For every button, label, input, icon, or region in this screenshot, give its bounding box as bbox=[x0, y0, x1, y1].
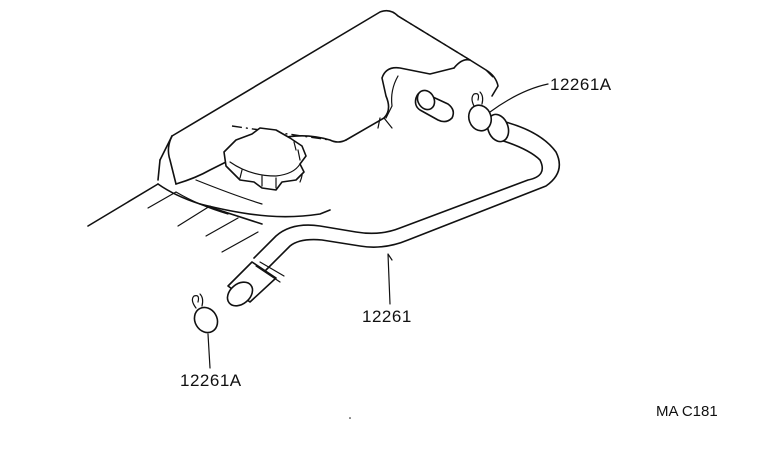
callout-hose-clamp-upper: 12261A bbox=[550, 75, 612, 94]
figure-code: MA C181 bbox=[656, 403, 718, 420]
leader-lines bbox=[207, 83, 549, 419]
callout-hose-clamp-lower: 12261A bbox=[180, 371, 242, 390]
breather-outlet-pipe bbox=[414, 89, 455, 123]
callout-ventilation-hose: 12261 bbox=[362, 307, 412, 326]
oil-filler-cap bbox=[223, 127, 307, 191]
ventilation-hose bbox=[226, 113, 561, 307]
valve-cover bbox=[87, 9, 499, 253]
hose-clamp-lower bbox=[191, 293, 219, 334]
hose-clamp-upper bbox=[467, 91, 493, 132]
